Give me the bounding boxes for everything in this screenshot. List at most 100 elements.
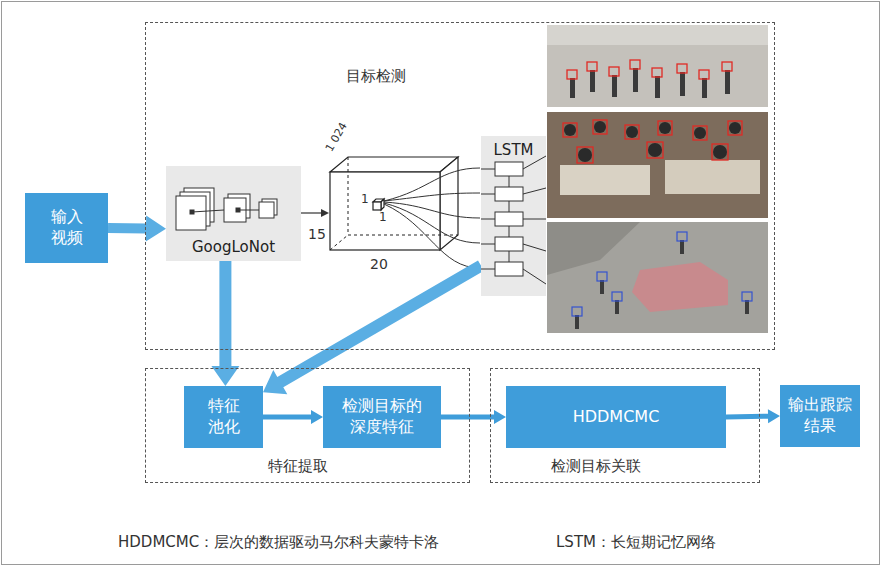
layer xyxy=(259,202,274,218)
head xyxy=(729,122,741,134)
desk xyxy=(560,165,650,195)
arrow-head xyxy=(321,209,329,217)
box-label: 输出跟踪结果 xyxy=(786,395,853,437)
photo xyxy=(547,112,768,218)
steps xyxy=(547,222,640,275)
flow-arrow xyxy=(726,409,780,423)
person xyxy=(615,300,619,314)
box-label: 检测目标的深度特征 xyxy=(340,396,423,438)
cell-input xyxy=(481,219,495,220)
person xyxy=(655,76,660,98)
flow-arrow xyxy=(441,410,506,424)
detection-box xyxy=(567,70,577,79)
person xyxy=(570,78,575,98)
detection-box xyxy=(612,292,622,301)
detections xyxy=(567,60,732,79)
lstm-cells xyxy=(481,136,546,296)
region-box: 目标检测 GoogLoNot xyxy=(145,22,775,350)
detection-box xyxy=(722,62,732,71)
box-label: 输入视频 xyxy=(49,207,84,249)
cell-front xyxy=(373,202,381,210)
process-box: 输入视频 xyxy=(25,193,108,263)
lstm-cell xyxy=(495,187,523,201)
cell-input xyxy=(481,244,495,245)
person xyxy=(633,68,638,92)
detection-box xyxy=(597,272,607,281)
car xyxy=(632,262,728,312)
footnote: HDDMCMC：层次的数据驱动马尔科夫蒙特卡洛 xyxy=(118,533,439,552)
network-box: LSTM xyxy=(481,136,546,296)
dimension-label: 1 xyxy=(379,210,387,224)
hidden-edge xyxy=(348,157,458,235)
person xyxy=(702,78,707,98)
link-curve xyxy=(384,202,480,218)
lstm-cell xyxy=(495,237,523,251)
person xyxy=(725,70,730,94)
cell-link xyxy=(509,226,510,237)
link-curve xyxy=(384,193,480,201)
region-title: 目标检测 xyxy=(346,67,406,86)
head xyxy=(694,127,706,139)
head xyxy=(659,122,671,134)
head xyxy=(626,126,638,138)
detection-box xyxy=(609,67,619,76)
footnote: LSTM：长短期记忆网络 xyxy=(556,533,716,552)
dimension-label: 1 xyxy=(361,192,369,206)
person xyxy=(680,72,685,96)
detection-box xyxy=(693,126,707,140)
detection-box xyxy=(699,70,709,79)
lstm-cell xyxy=(495,162,523,176)
detection-box xyxy=(647,142,663,158)
detection-box xyxy=(652,68,662,77)
cell-link xyxy=(509,176,510,187)
cell-input xyxy=(481,194,495,195)
person xyxy=(600,280,604,294)
photo-strip xyxy=(547,25,768,333)
head xyxy=(648,143,662,157)
detection-box xyxy=(712,144,728,160)
detection-box xyxy=(677,232,687,241)
detection-box xyxy=(625,125,639,139)
layer-link xyxy=(238,210,259,211)
person xyxy=(590,70,595,92)
box-label: GoogLoNot xyxy=(192,238,275,256)
process-box: 特征池化 xyxy=(184,386,263,448)
kernel xyxy=(236,208,240,212)
cell-output xyxy=(523,244,546,251)
cell-output xyxy=(523,269,546,284)
region-title: 特征提取 xyxy=(268,457,328,476)
detections xyxy=(563,120,742,163)
photo-ground xyxy=(547,25,768,45)
process-box: 输出跟踪结果 xyxy=(780,385,860,447)
feature-block xyxy=(330,157,458,250)
lstm-cell xyxy=(495,212,523,226)
head xyxy=(713,145,727,159)
photo xyxy=(547,25,768,107)
region-title: 检测目标关联 xyxy=(551,457,641,476)
head xyxy=(594,121,606,133)
heads xyxy=(564,121,741,162)
link-curve xyxy=(384,168,480,201)
process-box: 检测目标的深度特征 xyxy=(323,386,441,448)
lstm-links xyxy=(384,168,480,268)
cell-output xyxy=(523,188,546,194)
detections xyxy=(572,232,752,316)
region-box: 检测目标关联HDDMCMC xyxy=(490,368,760,483)
person xyxy=(575,315,579,329)
detection-box xyxy=(572,307,582,316)
region-box: 特征提取特征池化 检测目标的深度特征 xyxy=(145,368,470,483)
detection-box xyxy=(728,121,742,135)
detection-box xyxy=(577,147,593,163)
block-top xyxy=(330,157,458,172)
box-label: LSTM xyxy=(494,141,534,159)
person xyxy=(612,75,617,97)
desk xyxy=(665,160,760,194)
kernel xyxy=(190,210,194,214)
people xyxy=(575,240,749,329)
person xyxy=(680,240,684,254)
network-box: GoogLoNot xyxy=(166,166,301,261)
dimension-label: 1 024 xyxy=(323,120,350,154)
detection-box xyxy=(587,62,597,71)
